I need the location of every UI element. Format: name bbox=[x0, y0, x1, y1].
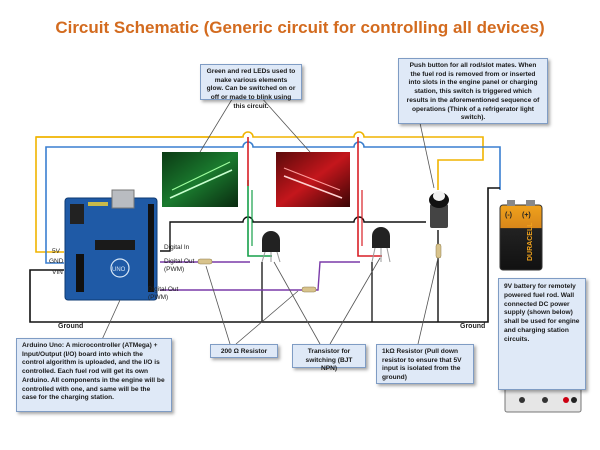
transistor-icon bbox=[371, 227, 391, 263]
battery-brand: DURACELL bbox=[527, 222, 534, 261]
wire-vin bbox=[45, 141, 501, 264]
callout-battery: 9V battery for remotely powered fuel rod… bbox=[498, 278, 586, 390]
pointer-lines bbox=[99, 95, 439, 345]
ground-label-right: Ground bbox=[460, 323, 485, 330]
battery-icon: (-) (+) DURACELL bbox=[499, 200, 543, 271]
pin-vin-label: VIN bbox=[52, 269, 63, 276]
pin-pwm-2-label: (PWM) bbox=[148, 294, 168, 301]
battery-plus: (+) bbox=[522, 212, 531, 219]
pin-gnd-label: GND bbox=[49, 258, 64, 265]
wire-5v-top bbox=[36, 131, 484, 190]
page-title: Circuit Schematic (Generic circuit for c… bbox=[55, 18, 545, 37]
arduino-board-icon: UNO bbox=[64, 189, 158, 301]
resistor-icon bbox=[197, 258, 213, 265]
callout-resistor-200: 200 Ω Resistor bbox=[210, 344, 278, 358]
callout-transistor: Transistor for switching (BJT NPN) bbox=[292, 344, 366, 372]
ground-label-left: Ground bbox=[58, 323, 83, 330]
wire-red-led bbox=[247, 137, 382, 257]
callout-resistor-1k: 1kΩ Resistor (Pull down resistor to ensu… bbox=[376, 344, 474, 384]
pin-pwm-1-label: (PWM) bbox=[164, 266, 184, 273]
transistor-icon bbox=[261, 231, 281, 263]
callout-arduino: Arduino Uno: A microcontroller (ATMega) … bbox=[16, 338, 172, 412]
wire-pwm-2 bbox=[160, 261, 360, 291]
push-button-icon bbox=[429, 191, 449, 228]
pin-digital-out-2-label: Digital Out bbox=[148, 286, 179, 293]
callout-leds: Green and red LEDs used to make various … bbox=[200, 64, 302, 110]
battery-minus: (-) bbox=[505, 212, 512, 219]
resistor-icon bbox=[435, 243, 442, 259]
pin-digital-in-label: Digital In bbox=[164, 244, 190, 251]
pin-digital-out-1-label: Digital Out bbox=[164, 258, 195, 265]
pin-5v-label: 5V bbox=[52, 248, 61, 255]
resistor-icon bbox=[301, 286, 317, 293]
callout-push-button: Push button for all rod/slot mates. When… bbox=[398, 58, 548, 124]
led-strip-icon bbox=[162, 152, 238, 207]
wire-ground bbox=[29, 187, 500, 323]
svg-text:UNO: UNO bbox=[112, 267, 126, 273]
led-strip-icon bbox=[276, 152, 350, 207]
